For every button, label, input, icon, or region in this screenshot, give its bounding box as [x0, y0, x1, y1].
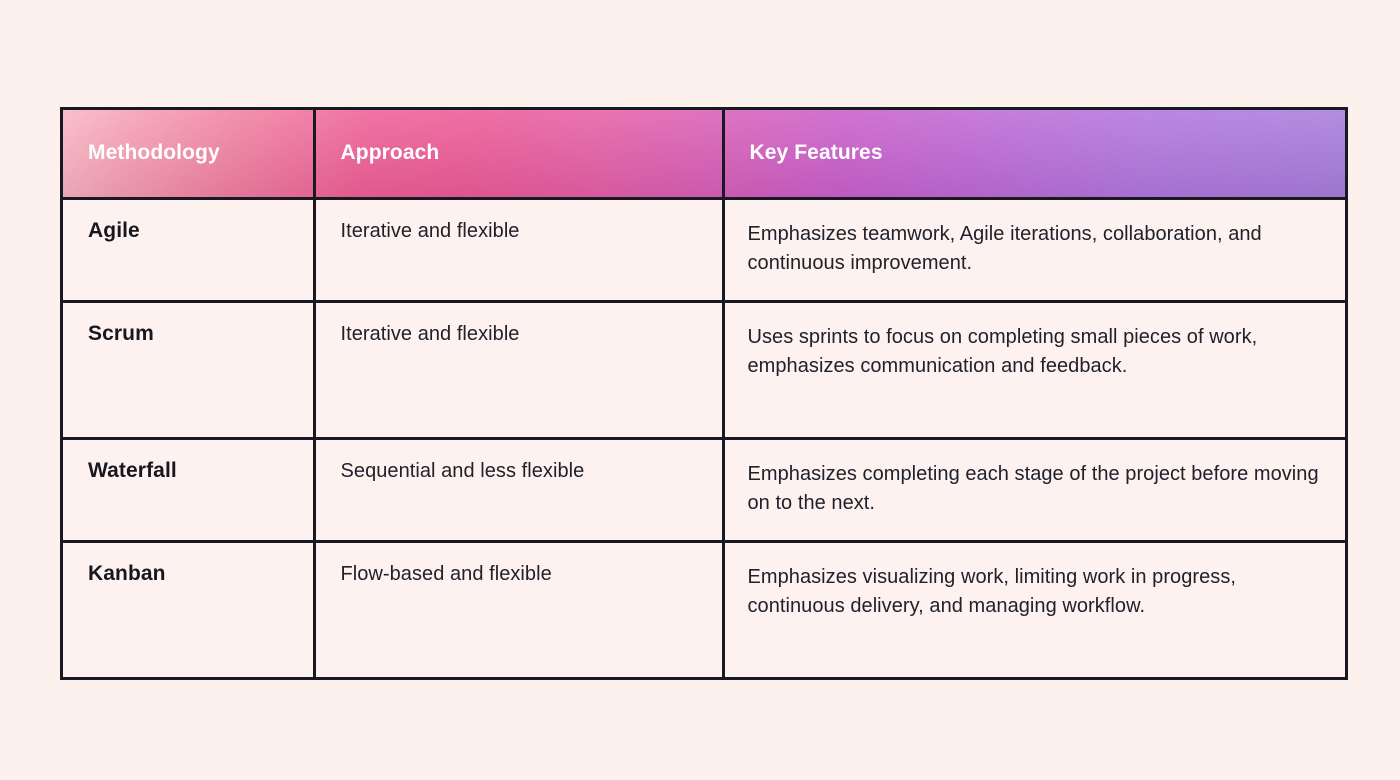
cell-methodology: Scrum — [63, 301, 316, 440]
column-header-key-features: Key Features — [723, 110, 1345, 200]
table-row: Kanban Flow-based and flexible Emphasize… — [63, 541, 1345, 677]
table-body: Agile Iterative and flexible Emphasizes … — [63, 198, 1345, 677]
cell-key-features: Emphasizes teamwork, Agile iterations, c… — [723, 198, 1345, 303]
table-header-row: Methodology Approach Key Features — [63, 110, 1345, 200]
cell-methodology: Kanban — [63, 541, 316, 677]
comparison-table-container: Methodology Approach Key Features Agile … — [60, 107, 1348, 680]
table-row: Agile Iterative and flexible Emphasizes … — [63, 198, 1345, 303]
cell-key-features: Uses sprints to focus on completing smal… — [723, 301, 1345, 440]
cell-methodology: Agile — [63, 198, 316, 303]
table-row: Waterfall Sequential and less flexible E… — [63, 438, 1345, 544]
cell-approach: Iterative and flexible — [314, 198, 725, 303]
cell-methodology: Waterfall — [63, 438, 316, 544]
cell-approach: Iterative and flexible — [314, 301, 725, 440]
methodology-comparison-table: Methodology Approach Key Features Agile … — [63, 110, 1345, 677]
column-header-approach: Approach — [314, 110, 725, 200]
cell-approach: Flow-based and flexible — [314, 541, 725, 677]
cell-key-features: Emphasizes completing each stage of the … — [723, 438, 1345, 544]
table-row: Scrum Iterative and flexible Uses sprint… — [63, 301, 1345, 440]
table-header: Methodology Approach Key Features — [63, 110, 1345, 200]
cell-approach: Sequential and less flexible — [314, 438, 725, 544]
cell-key-features: Emphasizes visualizing work, limiting wo… — [723, 541, 1345, 677]
column-header-methodology: Methodology — [63, 110, 316, 200]
